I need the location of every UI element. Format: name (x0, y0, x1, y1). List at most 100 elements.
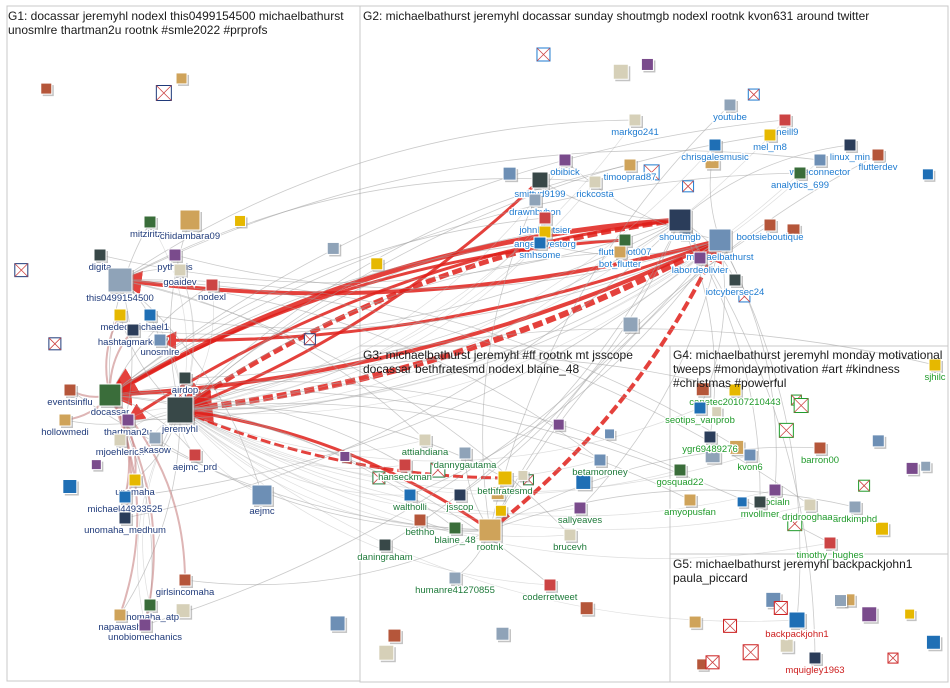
graph-node[interactable] (921, 461, 933, 473)
graph-node[interactable]: brucevh (553, 529, 587, 553)
graph-node-placeholder[interactable] (859, 480, 870, 491)
graph-node[interactable] (91, 460, 103, 472)
group-label-g1: G1: docassar jeremyhl nodexl this0499154… (8, 9, 356, 37)
graph-node[interactable] (388, 629, 403, 644)
graph-node[interactable]: humanre41270855 (415, 572, 495, 596)
graph-node[interactable] (872, 435, 886, 449)
graph-node-label: shoutmgb (659, 232, 701, 243)
graph-node[interactable] (379, 645, 396, 662)
graph-node[interactable] (922, 169, 935, 182)
graph-node[interactable] (495, 505, 508, 518)
graph-node[interactable] (906, 462, 920, 476)
graph-node[interactable]: drjdrooghaag (782, 499, 838, 523)
graph-node[interactable] (580, 602, 595, 617)
graph-node[interactable] (340, 451, 352, 463)
graph-node[interactable]: barron00 (801, 442, 839, 466)
graph-node[interactable]: hollowmedi (41, 414, 89, 438)
graph-node-label: eventsinflu (47, 397, 92, 408)
graph-node-label: obibick (550, 167, 580, 178)
graph-node[interactable] (330, 616, 347, 633)
graph-node-label: aejmc (249, 506, 275, 517)
graph-node-label: hanseckman (378, 472, 432, 483)
graph-node[interactable]: rootnk (477, 519, 504, 553)
graph-node-label: mquigley1963 (785, 665, 844, 676)
graph-node-label: mel_m8 (753, 142, 787, 153)
graph-node[interactable] (862, 607, 879, 624)
graph-node[interactable]: betamoroney (572, 454, 628, 478)
graph-node-placeholder[interactable] (49, 338, 61, 350)
graph-node-placeholder[interactable] (743, 645, 758, 660)
graph-node[interactable] (780, 639, 795, 654)
graph-node[interactable] (605, 429, 617, 441)
graph-node-label: bethfratesmd (477, 486, 532, 497)
graph-node[interactable] (327, 242, 341, 256)
graph-node[interactable] (41, 83, 54, 96)
graph-node-label: iotcybersec24 (706, 287, 765, 298)
graph-node-placeholder[interactable] (683, 181, 694, 192)
graph-node-placeholder[interactable] (748, 89, 759, 100)
group-label-g4: G4: michaelbathurst jeremyhl monday moti… (673, 348, 948, 390)
graph-node[interactable] (737, 497, 749, 509)
graph-node-label: markgo241 (611, 127, 659, 138)
graph-node-placeholder[interactable] (706, 656, 719, 669)
graph-node-label: unobiomechanics (108, 632, 182, 643)
graph-node[interactable] (176, 73, 189, 86)
group-label-g5: G5: michaelbathurst jeremyhl backpackjoh… (673, 557, 948, 585)
graph-node[interactable]: aejmc (249, 485, 275, 517)
graph-node-placeholder[interactable] (304, 334, 315, 345)
graph-node[interactable]: youtube (713, 99, 747, 123)
graph-node[interactable]: amyopusfan (664, 494, 716, 518)
graph-node-label: drawnbybon (509, 207, 561, 218)
graph-node-label: analytics_699 (771, 180, 829, 191)
graph-node-placeholder[interactable] (779, 423, 793, 437)
graph-node[interactable]: sallyeaves (558, 502, 603, 526)
graph-node-label: labordeolivier (672, 265, 729, 276)
graph-node-label: flutterdev (858, 162, 897, 173)
graph-node-label: sallyeaves (558, 515, 603, 526)
graph-node[interactable]: jeremyhl (161, 397, 198, 435)
graph-node-placeholder[interactable] (15, 264, 28, 277)
graph-node[interactable]: attiahdiana (402, 434, 449, 458)
graph-node[interactable]: unomaha_medhum (84, 512, 166, 536)
graph-node-label: blaine_48 (434, 535, 475, 546)
graph-node[interactable] (641, 58, 655, 72)
graph-node[interactable] (371, 258, 385, 272)
graph-node[interactable]: shoutmgb (659, 209, 701, 243)
graph-node[interactable] (623, 317, 640, 334)
graph-node[interactable]: ardkimphd (833, 501, 877, 525)
graph-node-label: chidambara09 (160, 231, 220, 242)
graph-node-placeholder[interactable] (794, 399, 808, 413)
graph-node-label: unomaha_medhum (84, 525, 166, 536)
graph-node[interactable]: chidambara09 (160, 210, 220, 242)
graph-node[interactable]: backpackjohn1 (765, 612, 828, 640)
graph-node[interactable] (926, 635, 942, 651)
graph-node[interactable] (518, 470, 530, 482)
graph-node[interactable]: mquigley1963 (785, 652, 844, 676)
graph-node[interactable] (503, 167, 518, 182)
graph-node-placeholder[interactable] (156, 86, 171, 101)
graph-node[interactable]: iotcybersec24 (706, 274, 765, 298)
graph-node-placeholder[interactable] (537, 48, 550, 61)
graph-node[interactable]: obibick (550, 154, 580, 178)
graph-node-label: mjoehlerich (96, 447, 145, 458)
graph-node-placeholder[interactable] (724, 619, 737, 632)
graph-node[interactable] (235, 215, 248, 228)
graph-node[interactable] (689, 616, 703, 630)
graph-node[interactable] (613, 64, 630, 81)
graph-node[interactable] (905, 609, 917, 621)
graph-node-label: this0499154500 (86, 293, 154, 304)
graph-node[interactable] (553, 419, 566, 432)
graph-node[interactable] (496, 627, 511, 642)
graph-node[interactable] (834, 595, 848, 609)
graph-node[interactable]: markgo241 (611, 114, 659, 138)
graph-node-placeholder[interactable] (774, 601, 787, 614)
graph-node[interactable] (875, 522, 890, 537)
graph-node-placeholder[interactable] (888, 653, 898, 663)
graph-node[interactable]: coderretweet (523, 579, 578, 603)
graph-node-label: drjdrooghaag (782, 512, 838, 523)
graph-node[interactable]: linux_min (830, 139, 870, 163)
graph-node[interactable]: airdop (172, 372, 198, 396)
graph-node[interactable] (63, 480, 79, 496)
graph-node[interactable]: girlsincomaha (156, 574, 215, 598)
